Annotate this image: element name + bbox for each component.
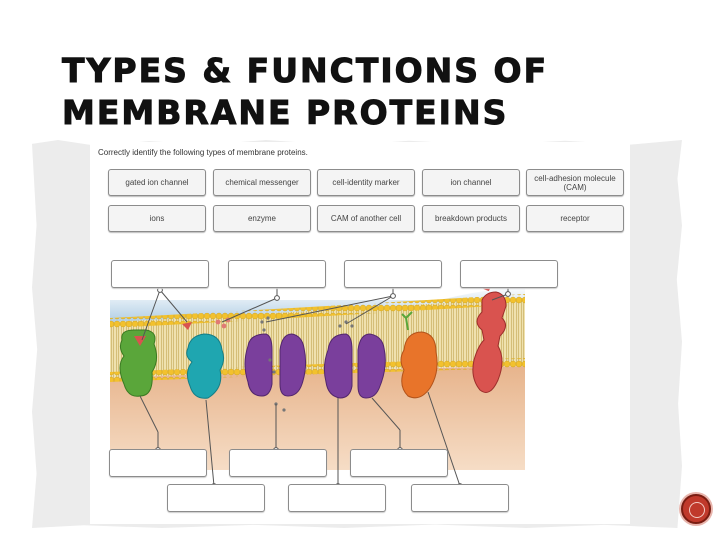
instruction-text: Correctly identify the following types o… [98, 148, 308, 157]
label-chip[interactable]: ion channel [422, 169, 520, 196]
drop-zone[interactable] [350, 449, 448, 477]
label-chip[interactable]: chemical messenger [213, 169, 311, 196]
drop-zone[interactable] [344, 260, 442, 288]
slide-title: TYPES & FUNCTIONS OF MEMBRANE PROTEINS [61, 50, 549, 134]
drop-zone[interactable] [228, 260, 326, 288]
drop-zone[interactable] [167, 484, 265, 512]
drop-zone[interactable] [111, 260, 209, 288]
drop-zone[interactable] [288, 484, 386, 512]
membrane-illustration [110, 278, 525, 470]
label-chip[interactable]: cell-identity marker [317, 169, 415, 196]
drop-zone[interactable] [460, 260, 558, 288]
label-chip[interactable]: CAM of another cell [317, 205, 415, 232]
drop-zone[interactable] [109, 449, 207, 477]
label-chip[interactable]: receptor [526, 205, 624, 232]
title-line-2: MEMBRANE PROTEINS [61, 93, 509, 133]
label-chip[interactable]: breakdown products [422, 205, 520, 232]
label-chip[interactable]: enzyme [213, 205, 311, 232]
title-line-1: TYPES & FUNCTIONS OF [61, 51, 549, 91]
label-chip[interactable]: ions [108, 205, 206, 232]
leader-lines [139, 288, 509, 487]
label-chip[interactable]: gated ion channel [108, 169, 206, 196]
drop-zone[interactable] [411, 484, 509, 512]
drop-zone[interactable] [229, 449, 327, 477]
slide-nav-button[interactable] [681, 494, 711, 524]
label-chip[interactable]: cell-adhesion molecule (CAM) [526, 169, 624, 196]
